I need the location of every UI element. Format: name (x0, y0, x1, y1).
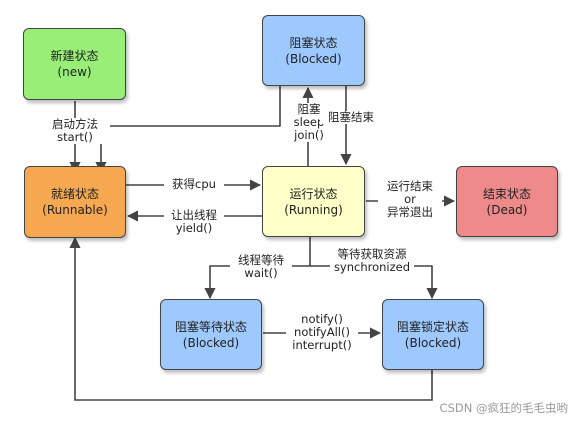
state-waiting-sub: (Blocked) (182, 335, 240, 350)
edge-label-notify: notify() notifyAll() interrupt() (286, 313, 358, 352)
state-waiting: 阻塞等待状态 (Blocked) (160, 299, 262, 370)
state-running-sub: (Running) (284, 202, 343, 217)
edge-label-get-cpu: 获得cpu (164, 178, 224, 191)
edge-blocked-top-to-runnable (95, 86, 281, 174)
edge-label-start: 启动方法 start() (40, 118, 110, 144)
state-blocked-top-sub: (Blocked) (285, 51, 342, 66)
state-locked-sub: (Blocked) (404, 335, 462, 350)
state-blocked-top: 阻塞状态 (Blocked) (262, 15, 365, 86)
edge-label-wait: 线程等待 wait() (230, 254, 292, 280)
state-blocked-top-title: 阻塞状态 (289, 35, 338, 50)
state-running-title: 运行状态 (289, 186, 338, 201)
edge-label-block-end: 阻塞结束 (320, 111, 382, 124)
state-locked: 阻塞锁定状态 (Blocked) (382, 299, 484, 370)
edge-label-yield: 让出线程 yield() (164, 209, 224, 235)
state-new: 新建状态 (new) (23, 28, 126, 100)
state-dead-sub: (Dead) (486, 202, 528, 217)
watermark: CSDN @疯狂的毛毛虫哟 (439, 401, 568, 415)
state-dead: 结束状态 (Dead) (456, 166, 558, 237)
edge-label-finish: 运行结束 or 异常退出 (378, 180, 442, 219)
state-new-sub: (new) (57, 65, 92, 79)
state-new-title: 新建状态 (50, 49, 99, 63)
state-running: 运行状态 (Running) (262, 166, 365, 237)
state-runnable: 就绪状态 (Runnable) (24, 166, 126, 238)
state-runnable-sub: (Runnable) (42, 203, 108, 217)
state-waiting-title: 阻塞等待状态 (174, 319, 247, 334)
state-runnable-title: 就绪状态 (50, 187, 99, 201)
state-locked-title: 阻塞锁定状态 (396, 319, 469, 334)
state-dead-title: 结束状态 (482, 186, 531, 201)
edge-locked-to-runnable (69, 236, 433, 401)
edge-label-sync: 等待获取资源 synchronized (330, 248, 414, 274)
